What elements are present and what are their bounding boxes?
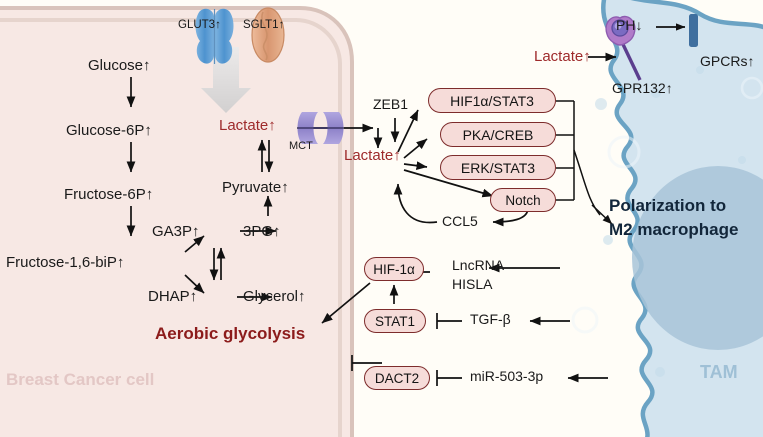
feedback-box-dact2[interactable]: DACT2 <box>364 366 430 390</box>
polarization-line2: M2 macrophage <box>609 220 739 239</box>
inhibition-connectors <box>351 313 462 386</box>
ccl5-label: CCL5 <box>442 213 478 229</box>
gpcrs-label: GPCRs↑ <box>700 53 755 69</box>
metabolite-fructose16bip: Fructose-1,6-biP↑ <box>6 254 125 271</box>
lactate-to-pathways-arrows <box>397 109 494 198</box>
glut3-label: GLUT3↑ <box>178 19 221 31</box>
pathway-box-label: Notch <box>505 192 541 208</box>
tam-nucleus <box>632 166 763 350</box>
metabolite-ga3p: GA3P↑ <box>152 223 200 240</box>
hif1a-to-glycolysis-arrow <box>321 282 371 324</box>
glycolysis-arrows <box>126 77 277 302</box>
sglt1-label: SGLT1↑ <box>243 19 285 31</box>
metabolite-3pg: 3PG↑ <box>243 223 281 240</box>
gpr132-label: GPR132↑ <box>612 80 673 96</box>
tgfb-label: TGF-β <box>470 311 511 327</box>
feedback-box-stat1[interactable]: STAT1 <box>364 309 426 333</box>
tam-label: TAM <box>700 362 738 382</box>
glut3-transporter <box>195 8 234 64</box>
sglt1-transporter <box>251 7 285 63</box>
pathway-box-label: HIF1α/STAT3 <box>450 92 534 109</box>
hisla-label: HISLA <box>452 276 493 292</box>
feedback-box-hif1a[interactable]: HIF-1α <box>364 257 424 281</box>
lactate-to-receptor-label: Lactate↑ <box>534 48 591 65</box>
zeb1-label: ZEB1 <box>373 96 409 112</box>
metabolite-dhap: DHAP↑ <box>148 288 198 305</box>
glucose-influx-arrow <box>201 47 251 113</box>
pathway-box-notch[interactable]: Notch <box>490 188 556 212</box>
metabolite-glucose: Glucose↑ <box>88 57 151 74</box>
mct-transporter <box>297 112 344 144</box>
metabolite-glycerol: Glycerol↑ <box>243 288 306 305</box>
cancer-cell-shape <box>0 6 354 437</box>
pathway-box-pka-creb[interactable]: PKA/CREB <box>440 122 556 147</box>
mct-label: MCT <box>289 140 313 152</box>
pathway-box-erk-stat3[interactable]: ERK/STAT3 <box>440 155 556 180</box>
metabolite-lactate-intracellular: Lactate↑ <box>219 117 276 134</box>
pathway-bracket <box>556 100 613 225</box>
polarization-line1: Polarization to <box>609 196 727 215</box>
lactate-extracellular-label: Lactate↑ <box>344 147 401 164</box>
metabolite-fructose6p: Fructose-6P↑ <box>64 186 154 203</box>
feedback-box-label: HIF-1α <box>373 261 415 277</box>
ga3p-dhap-equilibrium <box>209 247 226 281</box>
zeb1-lactate-arrows <box>373 118 400 149</box>
metabolite-pyruvate: Pyruvate↑ <box>222 179 289 196</box>
tam-secretion-arrows <box>389 263 608 383</box>
mir5033p-label: miR-503-3p <box>470 368 544 384</box>
ph-label: PH↓ <box>616 17 643 33</box>
gpcrs-receptor <box>689 14 698 47</box>
feedback-box-label: STAT1 <box>374 313 415 329</box>
lncrna-label: LncRNA <box>452 257 505 273</box>
pyruvate-lactate-equilibrium <box>257 139 274 173</box>
aerobic-glycolysis-label: Aerobic glycolysis <box>155 324 306 343</box>
pathway-box-hif1a-stat3[interactable]: HIF1α/STAT3 <box>428 88 556 113</box>
pathway-box-label: ERK/STAT3 <box>460 159 536 176</box>
pathway-box-label: PKA/CREB <box>462 126 534 143</box>
metabolite-glucose6p: Glucose-6P↑ <box>66 122 152 139</box>
tam-vesicles <box>571 66 763 377</box>
gpr132-receptor <box>605 15 642 81</box>
feedback-box-label: DACT2 <box>374 370 420 386</box>
breast-cancer-cell-label: Breast Cancer cell <box>6 370 155 389</box>
